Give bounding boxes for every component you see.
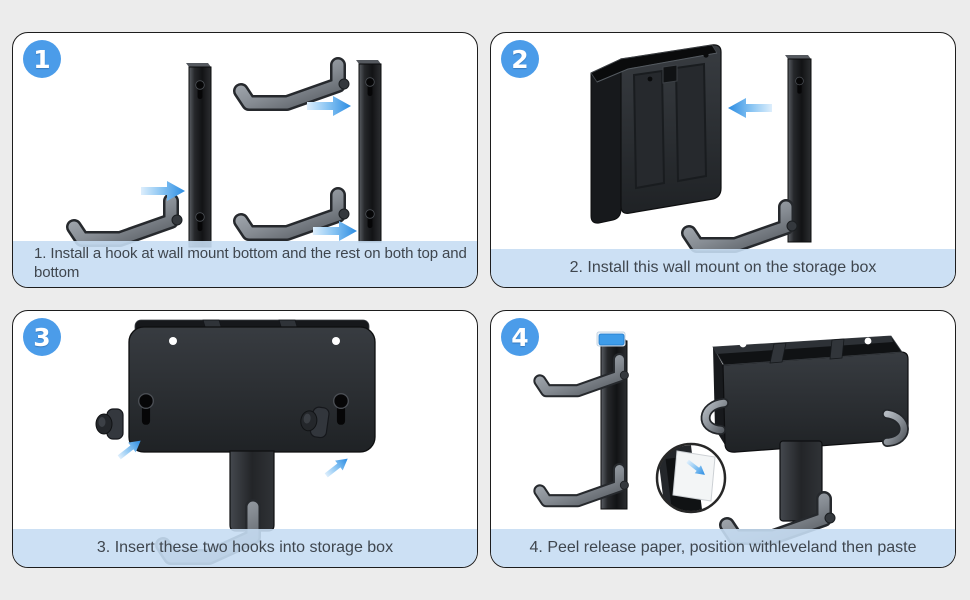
step-caption-text: 4. Peel release paper, position withleve… (529, 539, 917, 556)
wall-rail (186, 63, 212, 248)
arrow-left-icon (728, 98, 772, 118)
screw-hole-dot (647, 76, 653, 82)
step-panel-2: 2 2. Install this wall mount on the stor… (490, 32, 956, 288)
screw-hole-dot (169, 337, 177, 345)
screw-hole-dot (332, 337, 340, 345)
divider-notch (829, 338, 845, 360)
stud-hook-illustration (95, 408, 124, 440)
wall-rail (356, 60, 382, 243)
step4-illustration (491, 331, 909, 568)
hook-illustration (689, 207, 797, 245)
latch-clip (662, 64, 678, 84)
step-number-badge: 2 (501, 40, 539, 78)
adhesive-tape (598, 333, 625, 346)
step-number: 3 (33, 322, 51, 352)
step-caption-text: 3. Insert these two hooks into storage b… (96, 539, 394, 556)
step-caption: 3. Insert these two hooks into storage b… (13, 529, 477, 567)
divider-notch (769, 342, 787, 364)
assembled-storage-box-illustration (700, 335, 909, 537)
stud-hook-illustration (300, 406, 330, 439)
step-panel-1: 1 1. Install a hook at wall mount bottom… (12, 32, 478, 288)
step-number: 4 (511, 322, 529, 352)
arrow-up-right-icon (322, 453, 352, 481)
hook-illustration (74, 201, 182, 239)
step-panel-3: 3 3. Insert these two hooks into storage… (12, 310, 478, 568)
step-caption: 4. Peel release paper, position withleve… (491, 529, 955, 567)
screw-hole-dot (864, 337, 872, 345)
side-hook-illustration (883, 410, 907, 446)
storage-box-back-illustration (128, 319, 376, 453)
step-caption-text: 2. Install this wall mount on the storag… (569, 259, 877, 276)
hook-illustration (241, 65, 349, 103)
rail-with-hooks-illustration (540, 331, 629, 510)
step-caption: 2. Install this wall mount on the storag… (491, 249, 955, 287)
screw-hole-dot (703, 52, 709, 58)
release-paper (672, 450, 716, 502)
magnifier-inset (655, 442, 727, 514)
step-number-badge: 1 (23, 40, 61, 78)
step-caption: 1. Install a hook at wall mount bottom a… (13, 241, 477, 287)
step-number-badge: 4 (501, 318, 539, 356)
storage-box-illustration (590, 44, 722, 224)
step-number: 1 (33, 44, 51, 74)
step-caption-text: 1. Install a hook at wall mount bottom a… (34, 245, 467, 281)
step2-illustration (590, 44, 812, 288)
side-hook-illustration (702, 399, 728, 434)
step-number-badge: 3 (23, 318, 61, 356)
step-number: 2 (511, 44, 529, 74)
screw-hole-dot (739, 340, 747, 348)
wall-rail (785, 55, 812, 243)
step-panel-4: 4 4. Peel release paper, position withle… (490, 310, 956, 568)
